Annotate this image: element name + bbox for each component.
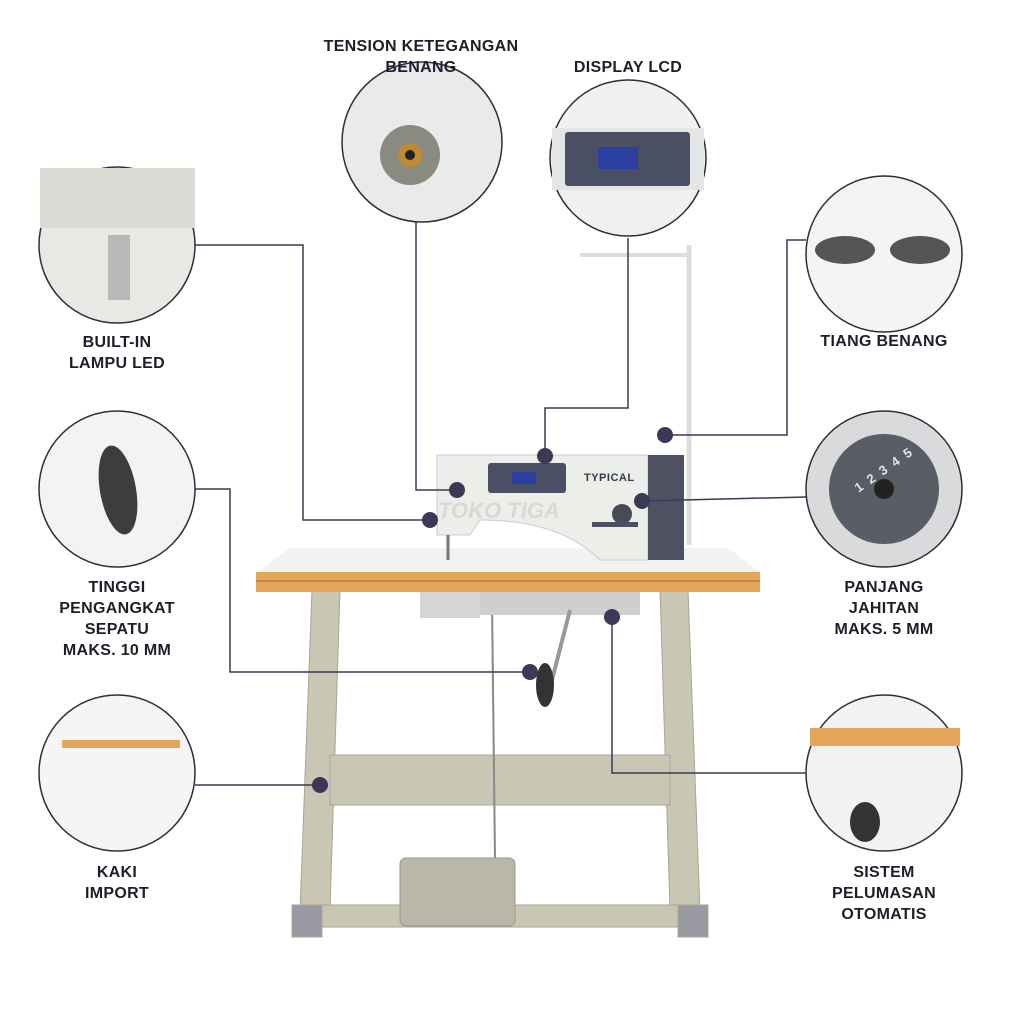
sewing-machine bbox=[436, 454, 684, 561]
label-display: DISPLAY LCD bbox=[573, 59, 683, 76]
oil-pan bbox=[420, 590, 480, 618]
label-tension: TENSION KETEGANGAN BENANG bbox=[323, 38, 519, 76]
callout-dots bbox=[312, 427, 673, 793]
label-stitch-length: PANJANG JAHITAN MAKS. 5 MM bbox=[834, 579, 934, 638]
knee-lifter-pad bbox=[536, 663, 554, 707]
lubrication-detail-circle bbox=[805, 694, 963, 852]
brand-logo: TYPICAL bbox=[584, 472, 635, 484]
label-thread-stand: TIANG BENANG bbox=[820, 333, 948, 350]
label-lubrication: SISTEM PELUMASAN OTOMATIS bbox=[831, 864, 937, 923]
callout-lines bbox=[195, 222, 807, 786]
label-stand: KAKI IMPORT bbox=[84, 864, 150, 902]
watermark: TOKO TIGA bbox=[438, 498, 560, 523]
pedal bbox=[399, 599, 516, 927]
label-presser-lift: TINGGI PENGANGKAT SEPATU MAKS. 10 MM bbox=[59, 579, 175, 659]
table-top bbox=[258, 548, 760, 572]
label-led: BUILT-IN LAMPU LED bbox=[68, 334, 166, 372]
thread-stand-detail-circle bbox=[805, 175, 963, 333]
stand-detail-circle bbox=[38, 694, 196, 852]
